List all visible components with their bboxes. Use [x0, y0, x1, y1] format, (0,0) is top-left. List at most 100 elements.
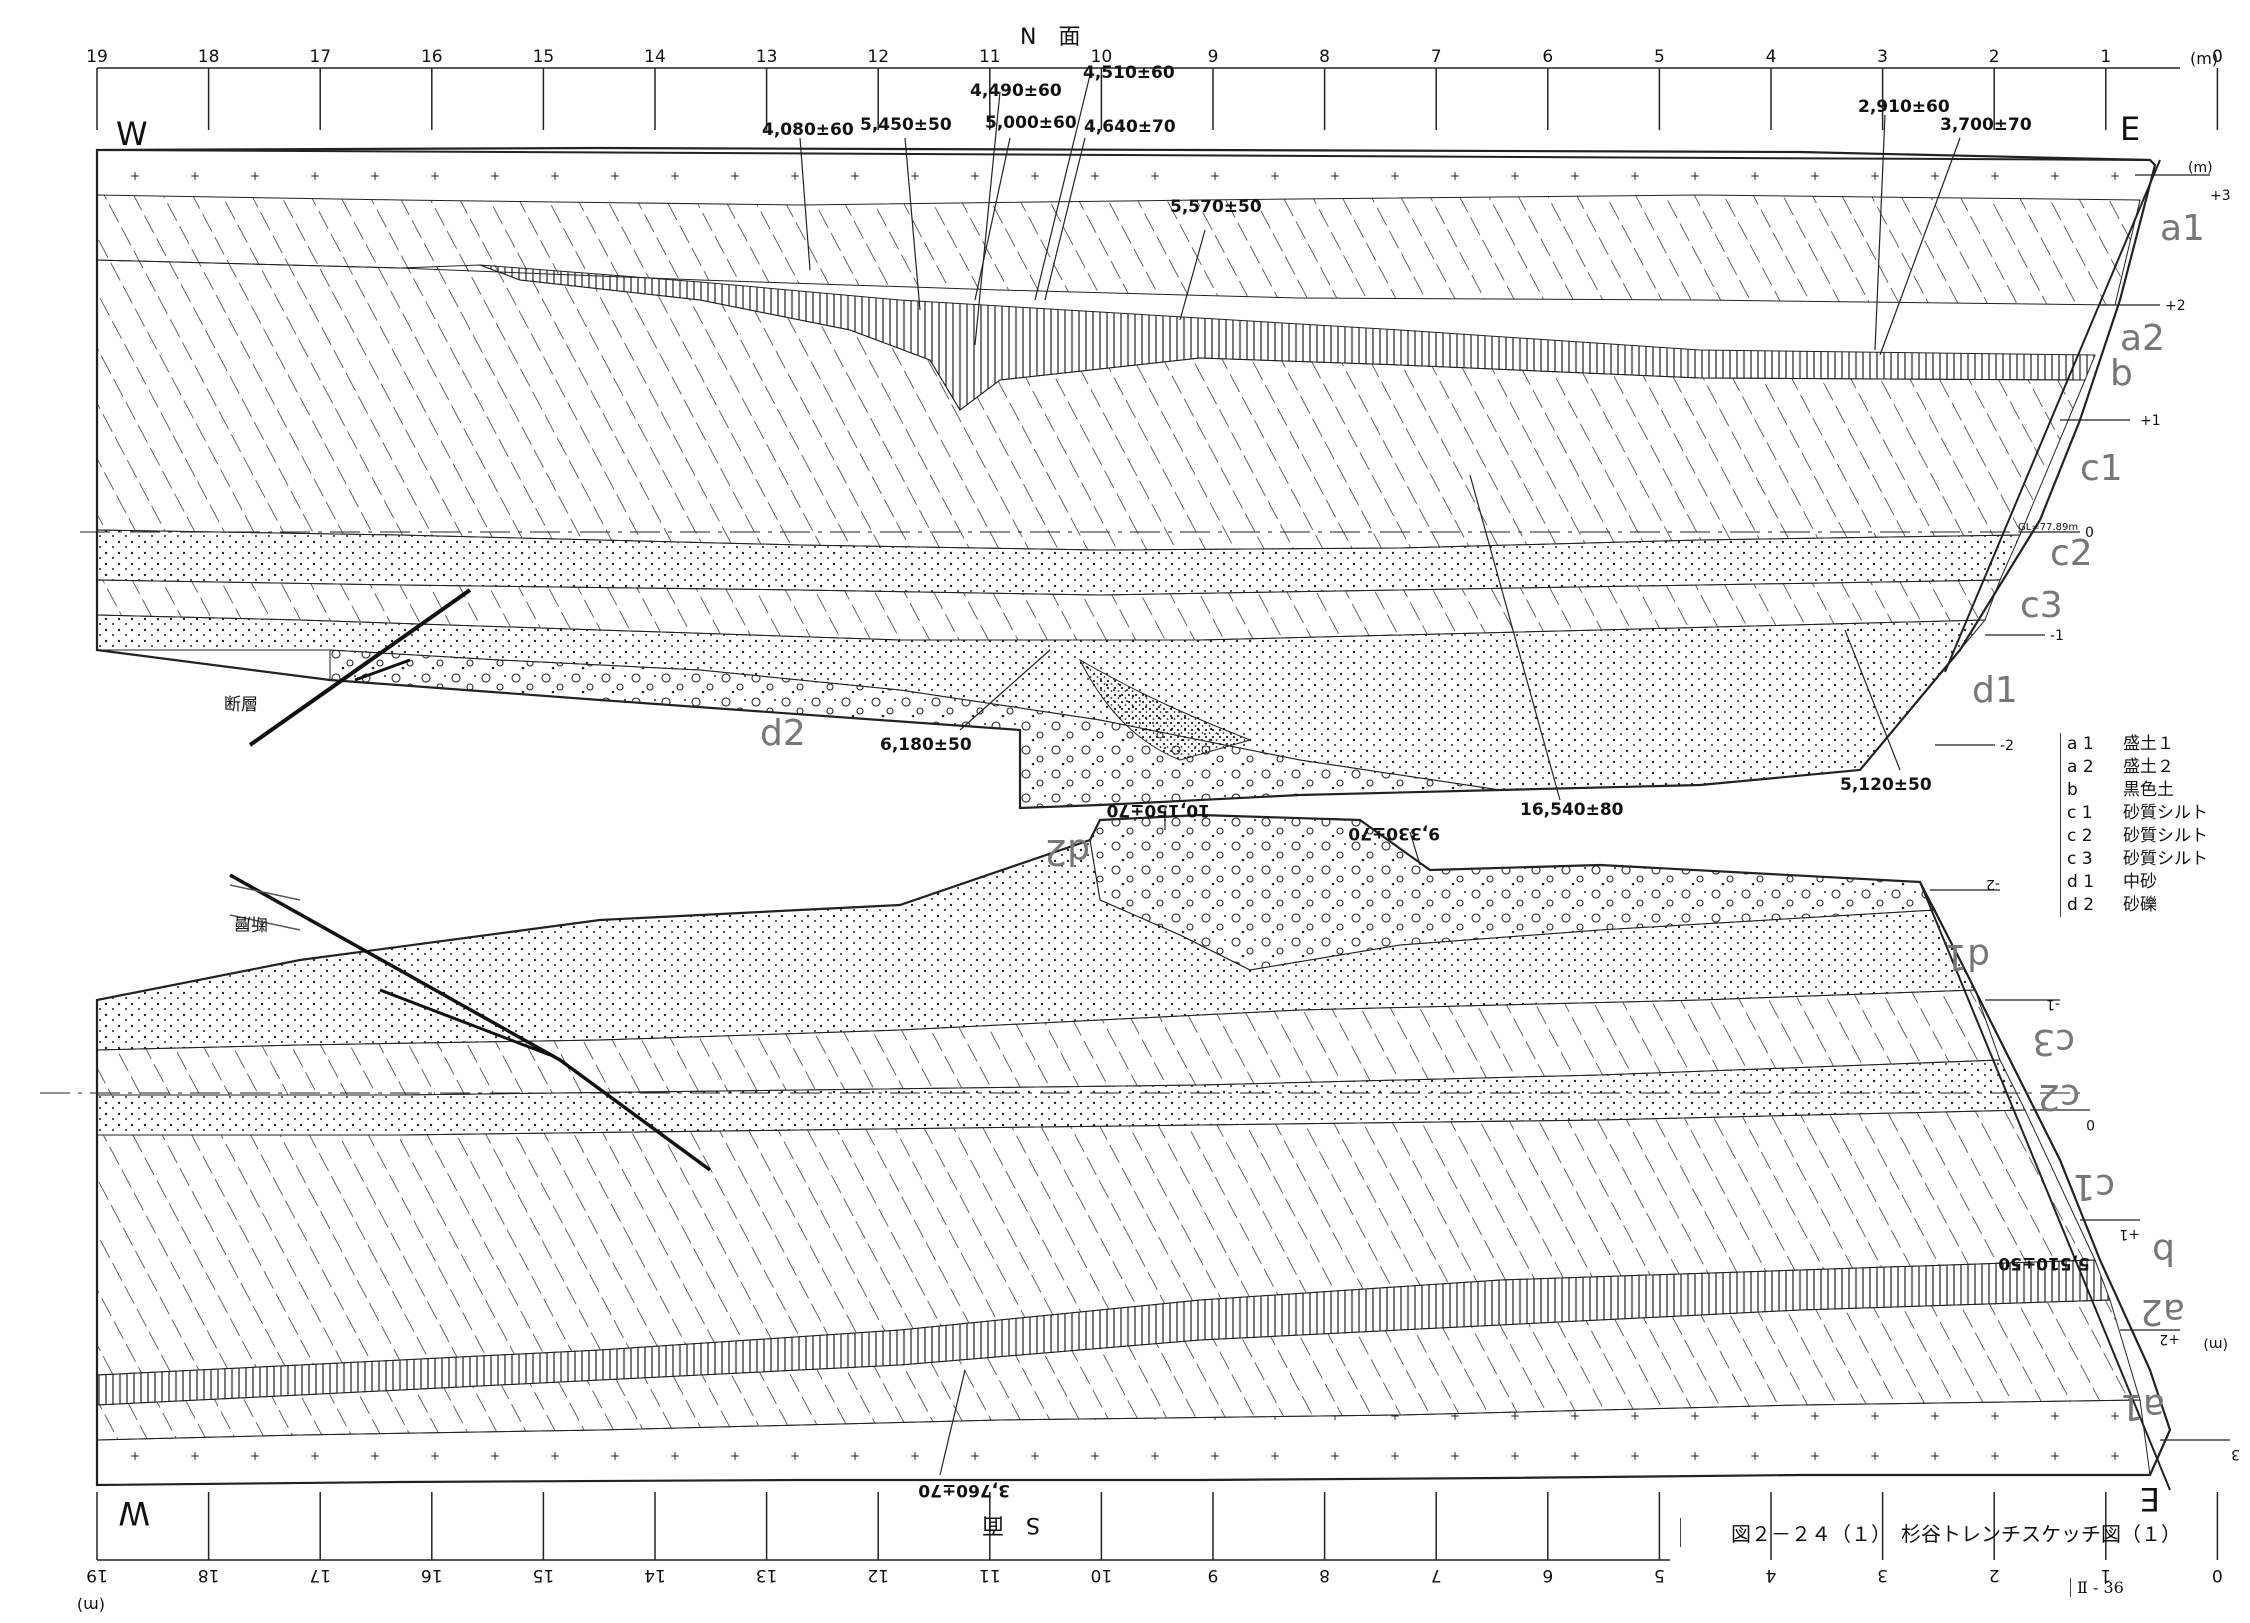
legend-code: c 1 — [2067, 803, 2093, 823]
north-scale-tick-label: 5 — [1654, 47, 1665, 67]
north-elevation-label: +1 — [2140, 413, 2161, 429]
north-date-label: 4,080±60 — [762, 120, 854, 140]
north-scale-tick-label: 7 — [1431, 47, 1442, 67]
north-fault-label: 断層 — [224, 695, 258, 715]
north-scale-tick-label: 16 — [421, 47, 443, 67]
north-elevation-label: 0 — [2085, 525, 2094, 541]
legend-code: c 3 — [2067, 849, 2093, 869]
south-date-leaders — [939, 808, 1421, 1476]
south-elevation-labels: -2-10+1+23 — [1986, 876, 2240, 1462]
legend-name: 砂質シルト — [2123, 826, 2208, 846]
north-scale-tick-label: 1 — [2100, 47, 2111, 67]
south-scale-tick-label: 15 — [533, 1565, 555, 1585]
south-scale-tick-label: 12 — [867, 1565, 889, 1585]
north-scale-tick-label: 19 — [86, 47, 108, 67]
south-fault-line — [229, 873, 712, 1172]
page-number: Ⅱ - 36 — [2070, 1578, 2124, 1597]
north-gravel-lens — [1078, 658, 1252, 761]
north-elevation-labels: +3+2+10-1-2 — [2000, 188, 2231, 754]
south-scale-tick-label: 17 — [309, 1565, 331, 1585]
south-date-labels: 10,150±709,330±705,510±503,760±70 — [918, 800, 2090, 1500]
south-scale-tick-label: 2 — [1989, 1565, 2000, 1585]
north-scale-tick-label: 14 — [644, 47, 666, 67]
legend-code: d 1 — [2067, 872, 2095, 892]
north-layer-label: d2 — [760, 713, 806, 754]
north-layer-label: b — [2110, 353, 2133, 394]
south-scale-tick-label: 6 — [1542, 1565, 1553, 1585]
south-scale-tick-label: 3 — [1877, 1565, 1888, 1585]
north-layer-label: c3 — [2020, 585, 2063, 626]
south-date-label: 5,510±50 — [1998, 1253, 2090, 1273]
south-layer-a1 — [96, 1399, 2151, 1486]
south-scale-tick-label: 18 — [198, 1565, 220, 1585]
south-fault-label: 断層 — [234, 913, 268, 933]
south-scale-tick-label: 13 — [756, 1565, 778, 1585]
south-layer-label: a1 — [2120, 1386, 2165, 1427]
north-layer-label: a2 — [2120, 318, 2165, 359]
north-date-label: 5,570±50 — [1170, 197, 1262, 217]
south-scale-unit: (m) — [77, 1596, 105, 1615]
north-scale-tick-label: 10 — [1091, 47, 1113, 67]
north-layer-label: c2 — [2050, 533, 2093, 574]
north-elevation-unit: (m) — [2188, 160, 2213, 176]
legend-code: a 1 — [2067, 734, 2094, 754]
south-layer-label: a2 — [2140, 1291, 2185, 1332]
north-scale-tick-label: 3 — [1877, 47, 1888, 67]
south-elevation-label: +1 — [2119, 1226, 2140, 1242]
legend-name: 砂礫 — [2123, 895, 2157, 915]
north-elevation-label: -2 — [2000, 738, 2014, 754]
south-date-label: 10,150±70 — [1106, 800, 1210, 820]
south-elevation-label: -2 — [1986, 876, 2000, 892]
legend-row: c 2 砂質シルト — [2067, 825, 2247, 848]
north-date-label: 2,910±60 — [1858, 97, 1950, 117]
legend-code: a 2 — [2067, 757, 2094, 777]
north-layer-d2 — [329, 649, 1501, 809]
north-scale-tick-label: 13 — [756, 47, 778, 67]
legend-code: c 2 — [2067, 826, 2093, 846]
north-scale-tick-label: 9 — [1208, 47, 1219, 67]
north-scale-tick-label: 15 — [533, 47, 555, 67]
south-elevation-label: -1 — [2046, 996, 2060, 1012]
legend-name: 中砂 — [2123, 872, 2157, 892]
north-date-leaders — [799, 74, 1961, 801]
south-east-wall — [1919, 881, 2171, 1491]
legend-name: 盛土１ — [2123, 734, 2174, 754]
south-scale-ticks — [96, 1492, 2219, 1560]
south-elevation-unit: (m) — [2203, 1336, 2228, 1352]
north-date-label: 3,700±70 — [1940, 115, 2032, 135]
north-scale-tick-label: 8 — [1319, 47, 1330, 67]
south-scale-tick-label: 16 — [421, 1565, 443, 1585]
legend-row: a 1 盛土１ — [2067, 733, 2247, 756]
legend-row: d 2 砂礫 — [2067, 894, 2247, 917]
north-elevation-label: +2 — [2165, 298, 2186, 314]
south-scale-tick-label: 4 — [1766, 1565, 1777, 1585]
north-date-label: 4,490±60 — [970, 81, 1062, 101]
north-scale-tick-label: 0 — [2212, 47, 2223, 67]
south-elevation-label: 3 — [2231, 1446, 2240, 1462]
south-elevation-ticks — [1930, 889, 2230, 1441]
legend-code: d 2 — [2067, 895, 2095, 915]
north-scale-unit: (m) — [2190, 49, 2218, 68]
south-layer-label: c3 — [2032, 1021, 2075, 1062]
north-date-label: 5,000±60 — [985, 113, 1077, 133]
north-date-label: 16,540±80 — [1520, 800, 1624, 820]
north-scale-tick-label: 12 — [867, 47, 889, 67]
south-scale-tick-label: 9 — [1208, 1565, 1219, 1585]
south-elevation-label: +2 — [2159, 1331, 2180, 1347]
south-scale-tick-label: 14 — [644, 1565, 666, 1585]
north-date-label: 6,180±50 — [880, 735, 972, 755]
north-elevation-ticks — [1935, 174, 2210, 746]
north-layer-label: a1 — [2160, 208, 2205, 249]
south-fault-branch — [379, 988, 551, 1057]
north-date-label: 5,120±50 — [1840, 775, 1932, 795]
south-fault-arrows — [229, 884, 301, 931]
south-date-label: 9,330±70 — [1348, 823, 1440, 843]
north-date-label: 4,510±60 — [1083, 63, 1175, 83]
north-date-label: 5,450±50 — [860, 115, 952, 135]
